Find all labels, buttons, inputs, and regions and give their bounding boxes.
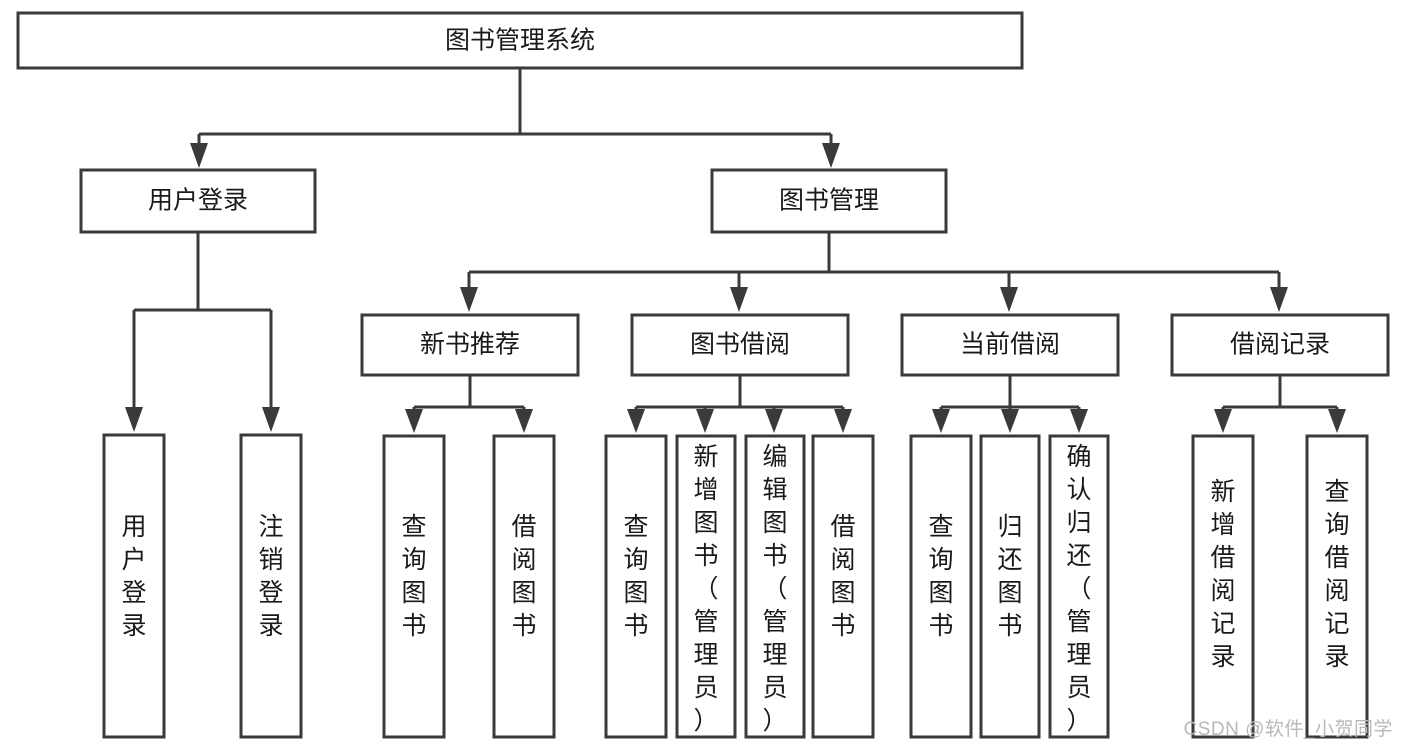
- arrow-head-bb-edit: [765, 409, 783, 433]
- leaf-node-cb-confirm-return[interactable]: 确认归还（管理员）: [1048, 434, 1110, 739]
- node-book-management-box: [710, 168, 948, 234]
- leaf-br-add-label: 新增借阅记录: [1210, 478, 1235, 671]
- arrow-head-leaf-user-login: [125, 407, 143, 432]
- arrow-head-br-add: [1214, 409, 1232, 433]
- arrow-head-book-borrow: [730, 287, 748, 312]
- arrow-head-current-borrow: [1000, 287, 1018, 312]
- arrow-head-bb-borrow: [834, 409, 852, 433]
- leaf-node-bb-edit-book[interactable]: 编辑图书（管理员）: [744, 434, 806, 739]
- arrow-head-cb-confirm: [1070, 409, 1088, 433]
- leaf-node-nb-borrow-book[interactable]: 借阅图书: [492, 434, 556, 739]
- node-book-borrow[interactable]: 图书借阅: [630, 313, 850, 377]
- arrow-head-borrow-record: [1270, 287, 1288, 312]
- leaf-cb-confirm-label: 确认归还（管理员）: [1066, 443, 1091, 735]
- leaf-node-user-login[interactable]: 用户登录: [102, 433, 166, 739]
- leaf-cb-return-label: 归还图书: [997, 513, 1022, 640]
- leaf-nb-borrow-label: 借阅图书: [511, 513, 536, 640]
- leaf-bb-query-label: 查询图书: [623, 513, 648, 640]
- leaf-br-query-box: [1305, 434, 1369, 739]
- node-root-box: [16, 11, 1024, 70]
- node-borrow-record-box: [1170, 313, 1390, 377]
- node-current-borrow-label: 当前借阅: [960, 331, 1060, 359]
- arrow-head-user-login: [190, 143, 208, 168]
- node-new-book-recommend-box: [360, 313, 580, 377]
- leaf-logout-label: 注销登录: [258, 513, 283, 640]
- leaf-node-bb-add-book[interactable]: 新增图书（管理员）: [675, 434, 737, 739]
- node-user-login[interactable]: 用户登录: [79, 168, 317, 234]
- leaf-logout-box: [239, 433, 303, 739]
- leaf-node-nb-query-book[interactable]: 查询图书: [382, 434, 446, 739]
- leaf-node-br-query-record[interactable]: 查询借阅记录: [1305, 434, 1369, 739]
- node-new-book-recommend[interactable]: 新书推荐: [360, 313, 580, 377]
- connector-book-management-to-level3: [460, 232, 1288, 312]
- leaf-node-cb-query-book[interactable]: 查询图书: [909, 434, 973, 739]
- leaf-node-cb-return-book[interactable]: 归还图书: [979, 434, 1041, 739]
- node-user-login-label: 用户登录: [148, 187, 248, 215]
- leaf-cb-confirm-box: [1048, 434, 1110, 739]
- connector-root-to-level2: [190, 68, 840, 168]
- leaf-bb-borrow-box: [811, 434, 875, 739]
- node-book-borrow-label: 图书借阅: [690, 331, 790, 359]
- leaf-bb-add-box: [675, 434, 737, 739]
- leaf-br-add-box: [1191, 434, 1255, 739]
- node-book-management[interactable]: 图书管理: [710, 168, 948, 234]
- leaf-node-logout[interactable]: 注销登录: [239, 433, 303, 739]
- leaf-bb-edit-label: 编辑图书（管理员）: [762, 443, 787, 735]
- connector-borrow-record-to-leaves: [1214, 375, 1346, 433]
- arrow-head-bb-query: [627, 409, 645, 433]
- leaf-cb-query-label: 查询图书: [928, 513, 953, 640]
- leaf-br-query-label: 查询借阅记录: [1324, 478, 1349, 671]
- connector-new-book-recommend-to-leaves: [405, 375, 533, 433]
- leaf-node-bb-borrow-book[interactable]: 借阅图书: [811, 434, 875, 739]
- node-borrow-record[interactable]: 借阅记录: [1170, 313, 1390, 377]
- node-borrow-record-label: 借阅记录: [1230, 331, 1330, 359]
- connector-current-borrow-to-leaves: [932, 375, 1088, 433]
- leaf-bb-query-box: [604, 434, 668, 739]
- arrow-head-nb-query: [405, 409, 423, 433]
- leaf-nb-borrow-box: [492, 434, 556, 739]
- leaf-user-login-box: [102, 433, 166, 739]
- node-root-label: 图书管理系统: [445, 27, 595, 55]
- arrow-head-bb-add: [696, 409, 714, 433]
- node-book-management-label: 图书管理: [779, 187, 879, 215]
- leaf-cb-query-box: [909, 434, 973, 739]
- leaf-bb-edit-box: [744, 434, 806, 739]
- node-current-borrow[interactable]: 当前借阅: [900, 313, 1120, 377]
- arrow-head-new-book: [460, 287, 478, 312]
- node-new-book-recommend-label: 新书推荐: [420, 331, 520, 359]
- arrow-head-cb-return: [1001, 409, 1019, 433]
- arrow-head-br-query: [1328, 409, 1346, 433]
- leaf-bb-add-label: 新增图书（管理员）: [693, 443, 718, 735]
- arrow-head-leaf-logout: [262, 407, 280, 432]
- arrow-head-cb-query: [932, 409, 950, 433]
- node-root-book-management-system[interactable]: 图书管理系统: [16, 11, 1024, 70]
- leaf-nb-query-label: 查询图书: [401, 513, 426, 640]
- leaf-node-br-add-record[interactable]: 新增借阅记录: [1191, 434, 1255, 739]
- connector-user-login-to-leaves: [125, 232, 280, 432]
- leaf-user-login-label: 用户登录: [121, 513, 146, 640]
- connector-book-borrow-to-leaves: [627, 375, 852, 433]
- node-book-borrow-box: [630, 313, 850, 377]
- leaf-nb-query-box: [382, 434, 446, 739]
- arrow-head-book-manage: [822, 143, 840, 168]
- node-current-borrow-box: [900, 313, 1120, 377]
- leaf-node-bb-query-book[interactable]: 查询图书: [604, 434, 668, 739]
- leaf-bb-borrow-label: 借阅图书: [830, 513, 855, 640]
- arrow-head-nb-borrow: [515, 409, 533, 433]
- leaf-cb-return-box: [979, 434, 1041, 739]
